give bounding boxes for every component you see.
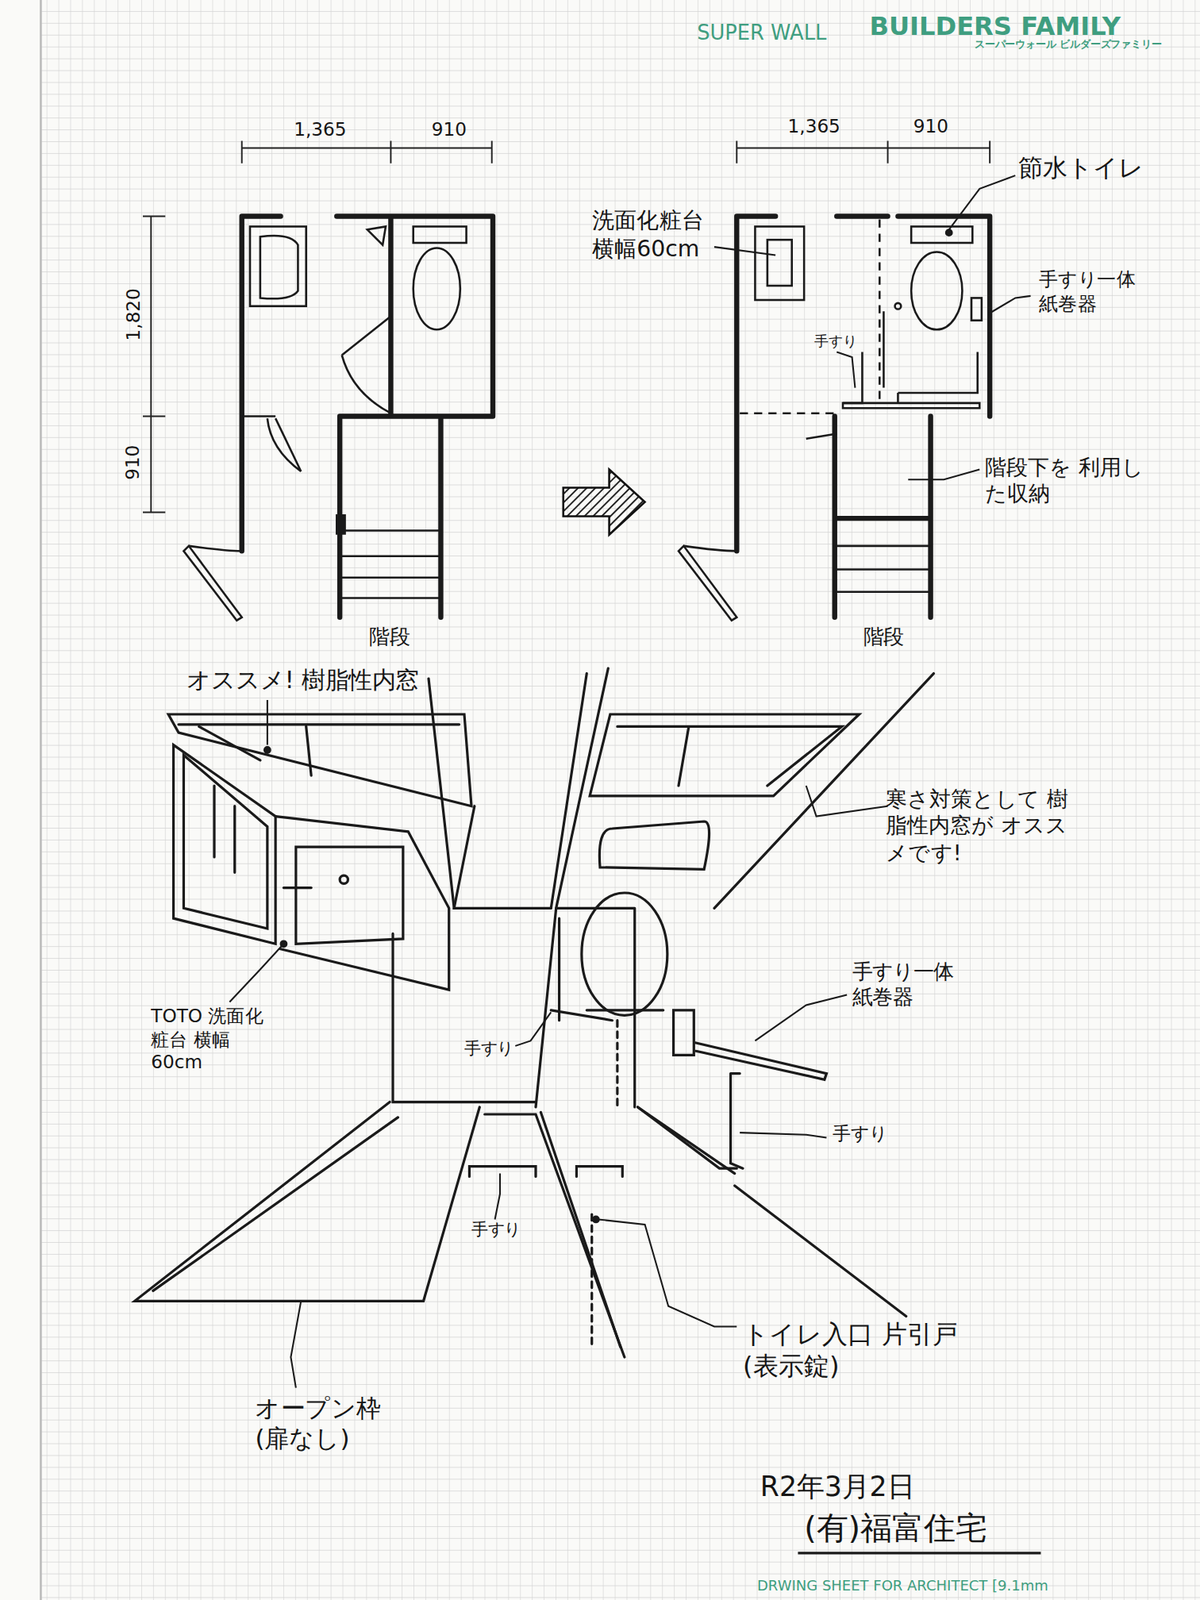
annotation: R2年3月2日 [760, 1469, 916, 1504]
annotation: 寒さ対策として 樹脂性内窓が オススメです! [885, 785, 1080, 866]
annotation: 1,365 [788, 115, 841, 139]
annotation: DRWING SHEET FOR ARCHITECT [9.1mm [757, 1577, 1049, 1597]
annotation: 1,820 [122, 288, 146, 341]
annotation: 階段 [863, 624, 904, 650]
annotation: BUILDERS FAMILY [869, 10, 1121, 43]
annotation: 手すり [464, 1038, 514, 1060]
annotation: SUPER WALL [696, 20, 827, 47]
annotation: 1,365 [293, 118, 347, 142]
annotation: 手すり一体 紙巻器 [852, 959, 970, 1011]
annotation: TOTO 洗面化粧台 横幅60cm [150, 1004, 269, 1074]
annotation: オススメ! 樹脂性内窓 [186, 665, 420, 695]
annotation: 手すり [832, 1122, 888, 1146]
annotation: 910 [431, 118, 467, 142]
perspective-sketch [134, 668, 935, 1358]
paper-edge [39, 0, 43, 1600]
annotation: (有)福富住宅 [803, 1507, 987, 1548]
annotation: 910 [913, 115, 949, 139]
annotation: 手すり [814, 332, 858, 351]
annotation: 910 [121, 445, 145, 481]
annotation: スーパーウォール ビルダーズファミリー [974, 38, 1162, 52]
change-arrow [563, 469, 646, 535]
annotation: 手すり [471, 1219, 521, 1240]
annotation: 節水トイレ [1018, 153, 1144, 185]
annotation: 階段下を 利用した収納 [984, 453, 1149, 508]
grid [40, 0, 1200, 1600]
annotation: 階段 [369, 624, 410, 650]
annotation: トイレ入口 片引戸(表示錠) [742, 1318, 978, 1382]
annotation: 洗面化粧台 横幅60cm [592, 206, 715, 263]
plan-fixtures [183, 219, 981, 620]
dimension-lines [142, 140, 990, 512]
plan-walls [242, 216, 990, 618]
annotation: 手すり一体 紙巻器 [1038, 267, 1142, 316]
annotation: オープン枠 (扉なし) [254, 1392, 398, 1454]
